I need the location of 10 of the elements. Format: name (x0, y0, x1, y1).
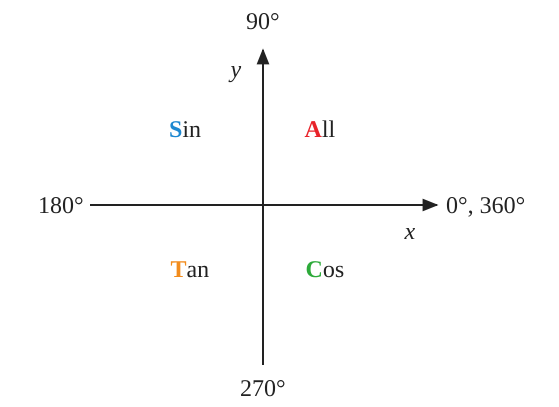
angle-label: 270° (240, 377, 286, 401)
angle-label: 0°, 360° (446, 194, 526, 218)
quadrant-label: Cos (306, 258, 344, 282)
quadrant-label: Sin (169, 118, 202, 142)
quadrant-label: Tan (170, 258, 210, 282)
quadrant-label: All (304, 118, 336, 142)
axis-label: x (404, 220, 416, 244)
angle-label: 90° (246, 10, 280, 34)
axis-label: y (230, 58, 242, 82)
angle-label: 180° (38, 194, 84, 218)
